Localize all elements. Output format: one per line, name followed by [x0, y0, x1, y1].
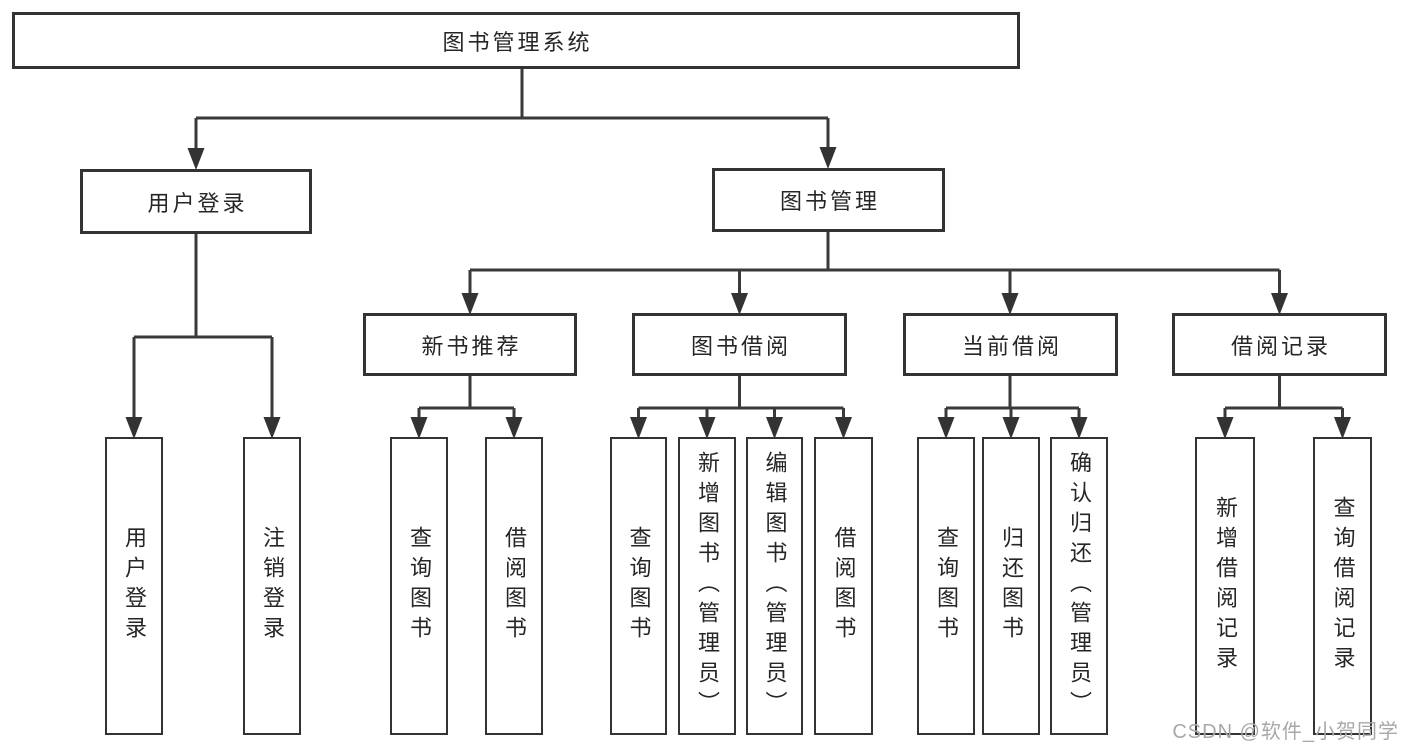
leaf-borrow-books-borrowing-label: 借阅图书: [831, 526, 857, 646]
leaf-query-books-current: 查询图书: [917, 437, 975, 735]
node-new-book-recommend: 新书推荐: [363, 313, 577, 376]
leaf-query-books-borrowing-label: 查询图书: [626, 526, 652, 646]
leaf-query-books-borrowing: 查询图书: [610, 437, 667, 735]
leaf-return-book-label: 归还图书: [999, 526, 1024, 646]
leaf-edit-book-admin: 编辑图书（管理员）: [746, 437, 803, 735]
watermark: CSDN @软件_小贺同学: [1172, 721, 1399, 743]
leaf-user-login: 用户登录: [105, 437, 163, 735]
leaf-logout-label: 注销登录: [260, 526, 285, 646]
leaf-borrow-books-recommend-label: 借阅图书: [502, 526, 527, 646]
node-current-borrowing: 当前借阅: [903, 313, 1118, 376]
leaf-confirm-return-admin-label: 确认归还（管理员）: [1067, 451, 1092, 721]
node-current-borrowing-label: 当前借阅: [961, 333, 1062, 359]
node-root: 图书管理系统: [12, 12, 1020, 69]
leaf-query-borrow-record-label: 查询借阅记录: [1330, 496, 1356, 676]
leaf-logout: 注销登录: [243, 437, 301, 735]
node-book-borrowing-label: 图书借阅: [690, 333, 791, 359]
node-user-login: 用户登录: [80, 169, 312, 234]
node-borrowing-records-label: 借阅记录: [1230, 333, 1331, 359]
node-book-borrowing: 图书借阅: [632, 313, 847, 376]
leaf-borrow-books-recommend: 借阅图书: [485, 437, 543, 735]
leaf-add-borrow-record-label: 新增借阅记录: [1213, 496, 1238, 676]
leaf-return-book: 归还图书: [982, 437, 1040, 735]
leaf-add-book-admin: 新增图书（管理员）: [678, 437, 736, 735]
node-user-login-label: 用户登录: [147, 190, 248, 216]
leaf-add-borrow-record: 新增借阅记录: [1195, 437, 1255, 735]
leaf-query-books-recommend-label: 查询图书: [407, 526, 432, 646]
leaf-user-login-label: 用户登录: [122, 526, 147, 646]
node-borrowing-records: 借阅记录: [1172, 313, 1387, 376]
node-book-management: 图书管理: [712, 168, 945, 232]
leaf-query-borrow-record: 查询借阅记录: [1313, 437, 1372, 735]
node-root-label: 图书管理系统: [442, 29, 593, 55]
leaf-edit-book-admin-label: 编辑图书（管理员）: [762, 451, 788, 721]
leaf-borrow-books-borrowing: 借阅图书: [814, 437, 873, 735]
leaf-query-books-recommend: 查询图书: [390, 437, 448, 735]
node-new-book-recommend-label: 新书推荐: [421, 333, 522, 359]
leaf-query-books-current-label: 查询图书: [934, 526, 959, 646]
leaf-confirm-return-admin: 确认归还（管理员）: [1050, 437, 1108, 735]
leaf-add-book-admin-label: 新增图书（管理员）: [695, 451, 720, 721]
node-book-management-label: 图书管理: [779, 189, 880, 214]
